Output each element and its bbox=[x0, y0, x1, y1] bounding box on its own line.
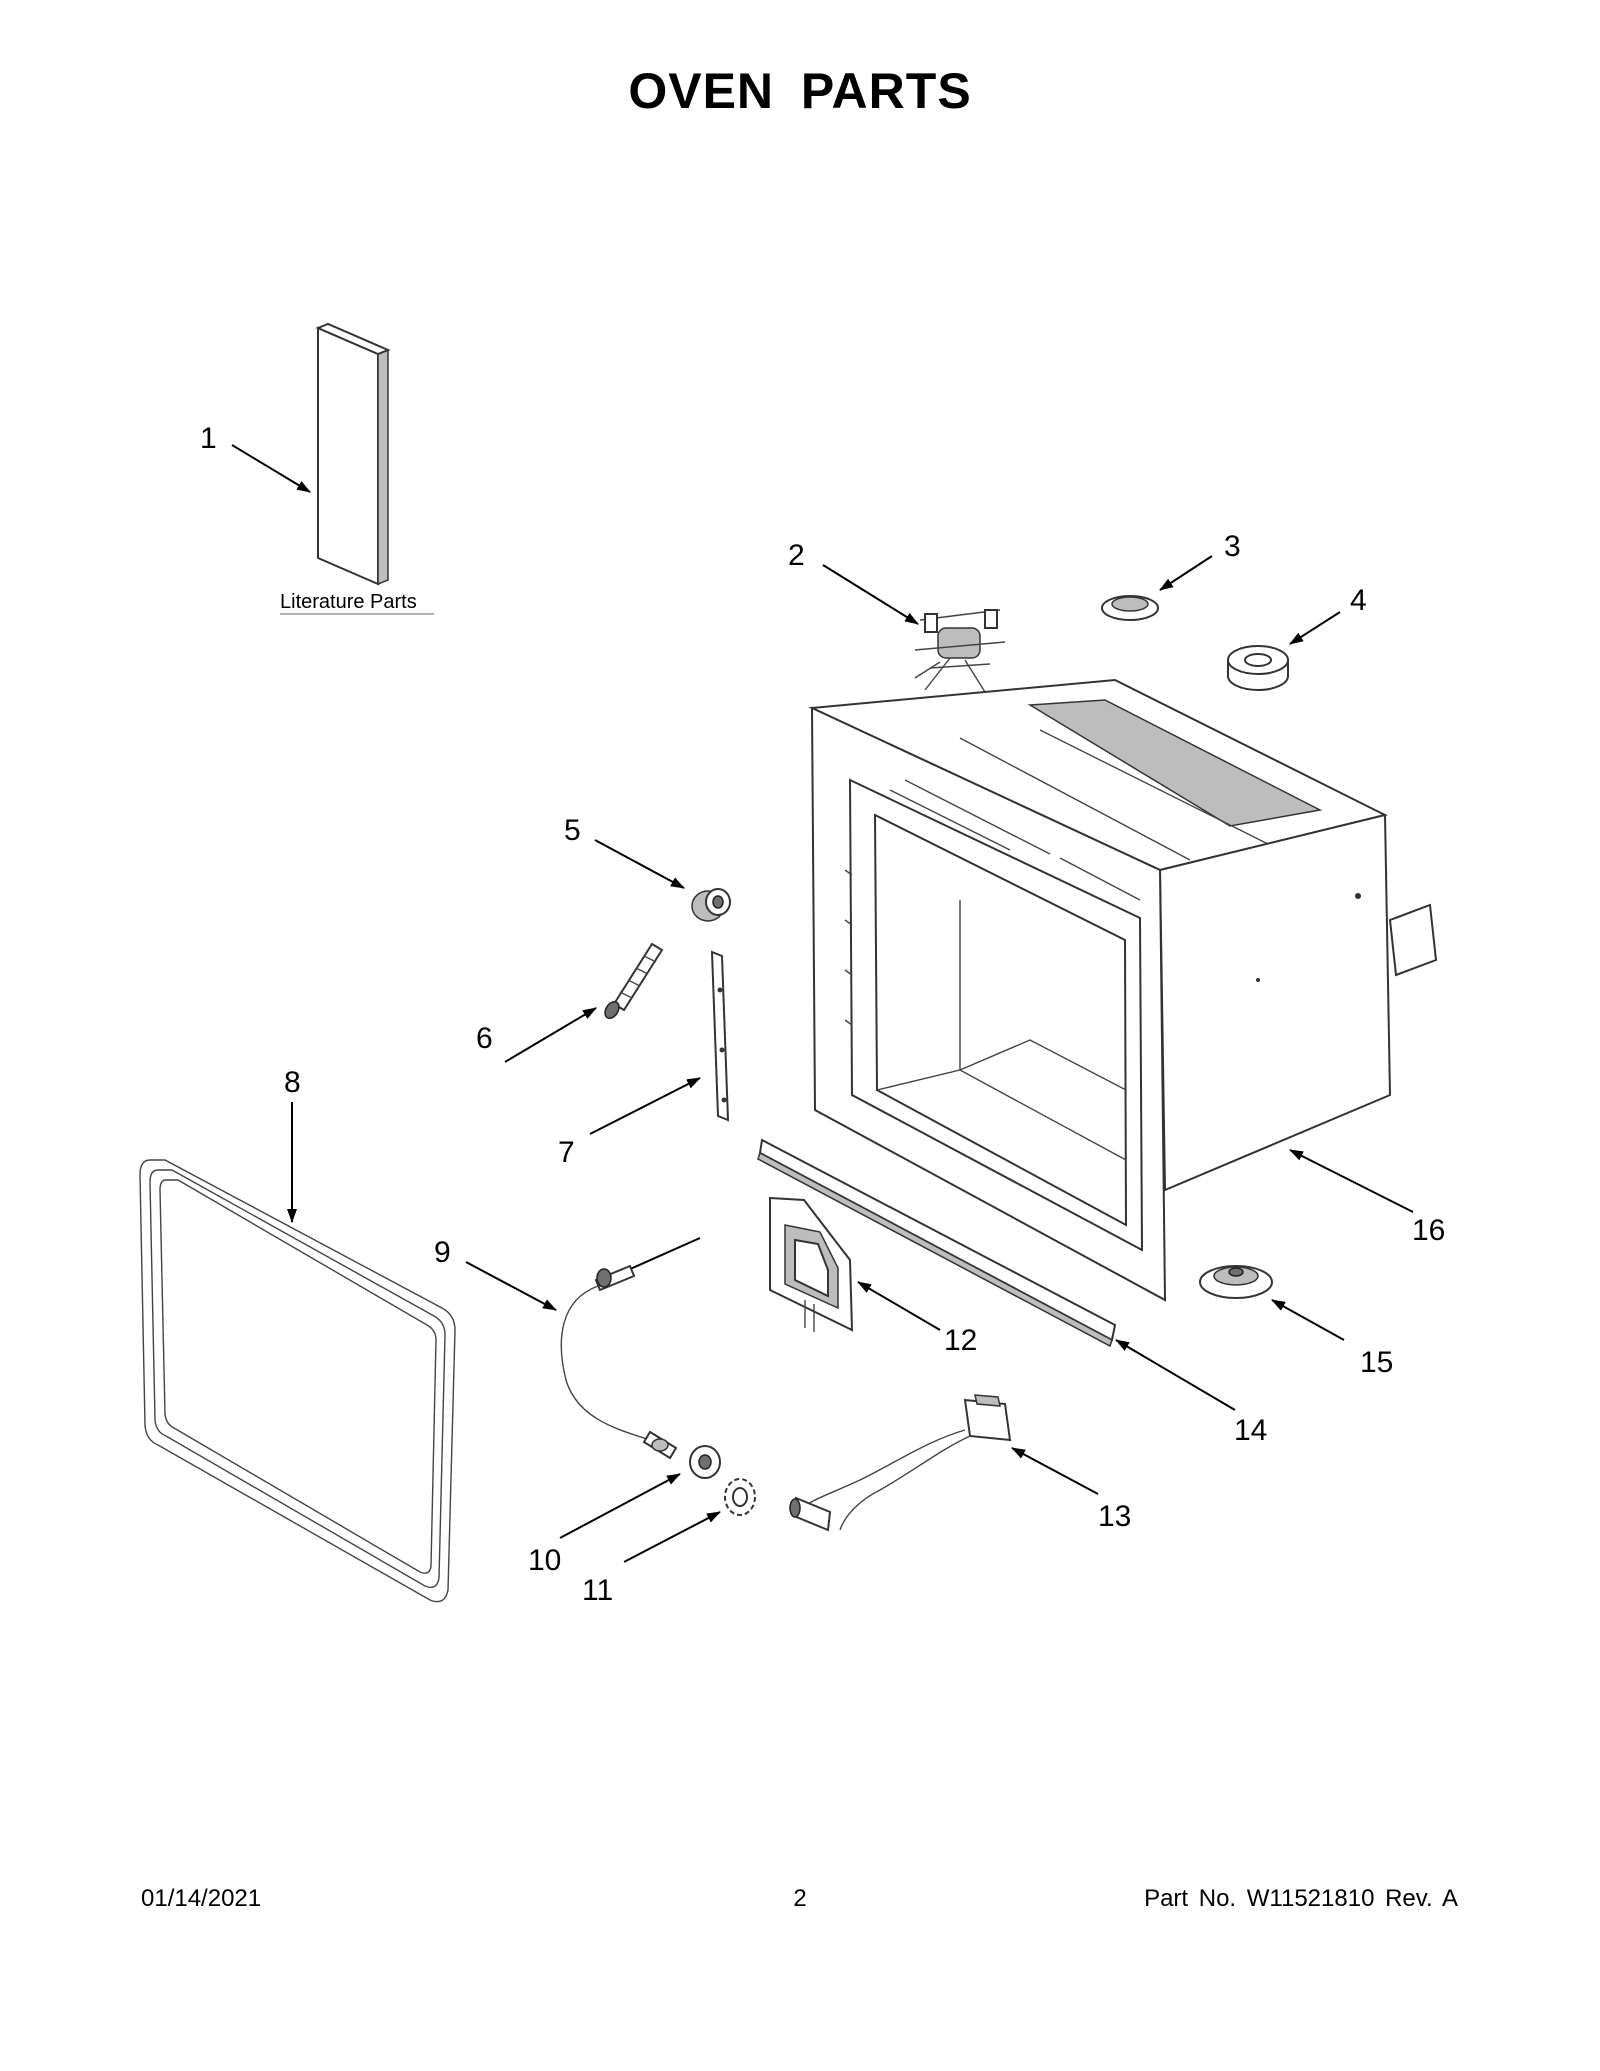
arrow-10 bbox=[559, 1473, 681, 1539]
footer-page-number: 2 bbox=[793, 1885, 807, 1912]
arrow-11 bbox=[623, 1511, 721, 1563]
part-9-illustration bbox=[560, 1237, 701, 1460]
part-12-illustration bbox=[769, 1196, 854, 1332]
part-3-illustration bbox=[1101, 595, 1159, 621]
callout-16: 16 bbox=[1412, 1214, 1445, 1247]
part-2-illustration bbox=[914, 609, 1006, 701]
part-7-illustration bbox=[710, 950, 730, 1122]
callout-4: 4 bbox=[1350, 584, 1367, 617]
callout-12: 12 bbox=[944, 1324, 977, 1357]
callout-numbers: 1 2 3 4 5 6 7 8 9 10 11 12 13 14 15 16 bbox=[200, 422, 1445, 1607]
footer-part-number: Part No. W11521810 Rev. A bbox=[1144, 1885, 1458, 1912]
part-5-illustration bbox=[691, 888, 731, 922]
callout-1: 1 bbox=[200, 422, 217, 455]
part-6-illustration bbox=[604, 942, 664, 1020]
callout-5: 5 bbox=[564, 814, 581, 847]
part-15-illustration bbox=[1199, 1265, 1273, 1299]
part-14-illustration bbox=[757, 1138, 1117, 1348]
page-title: OVEN PARTS bbox=[628, 63, 972, 119]
callout-14: 14 bbox=[1234, 1414, 1267, 1447]
arrow-12 bbox=[857, 1281, 941, 1331]
part-8-illustration bbox=[139, 1159, 456, 1603]
part-13-illustration bbox=[789, 1394, 1012, 1532]
arrow-4 bbox=[1289, 611, 1341, 645]
part-10-illustration bbox=[689, 1445, 721, 1479]
leader-arrows bbox=[231, 444, 1414, 1563]
callout-11: 11 bbox=[582, 1574, 613, 1607]
callout-8: 8 bbox=[284, 1066, 301, 1099]
arrow-13 bbox=[1011, 1447, 1099, 1495]
arrow-15 bbox=[1271, 1299, 1345, 1341]
part-4-illustration bbox=[1227, 645, 1289, 691]
literature-parts-illustration: Literature Parts bbox=[280, 322, 434, 615]
arrow-5 bbox=[594, 839, 685, 889]
literature-parts-label: Literature Parts bbox=[280, 591, 417, 613]
arrow-3 bbox=[1159, 555, 1213, 591]
arrow-1 bbox=[231, 444, 311, 493]
arrow-14 bbox=[1115, 1339, 1236, 1411]
callout-3: 3 bbox=[1224, 530, 1241, 563]
arrow-6 bbox=[504, 1007, 597, 1063]
callout-13: 13 bbox=[1098, 1500, 1131, 1533]
callout-6: 6 bbox=[476, 1022, 493, 1055]
callout-10: 10 bbox=[528, 1544, 561, 1577]
callout-15: 15 bbox=[1360, 1346, 1393, 1379]
callout-2: 2 bbox=[788, 539, 805, 572]
arrow-9 bbox=[465, 1261, 557, 1311]
part-11-illustration bbox=[724, 1478, 756, 1516]
callout-9: 9 bbox=[434, 1236, 451, 1269]
callout-7: 7 bbox=[558, 1136, 575, 1169]
arrow-7 bbox=[589, 1077, 701, 1135]
part-16-oven-cavity-illustration bbox=[808, 678, 1438, 1302]
arrow-2 bbox=[822, 564, 919, 625]
footer-date: 01/14/2021 bbox=[141, 1885, 262, 1912]
arrow-16 bbox=[1289, 1149, 1414, 1213]
